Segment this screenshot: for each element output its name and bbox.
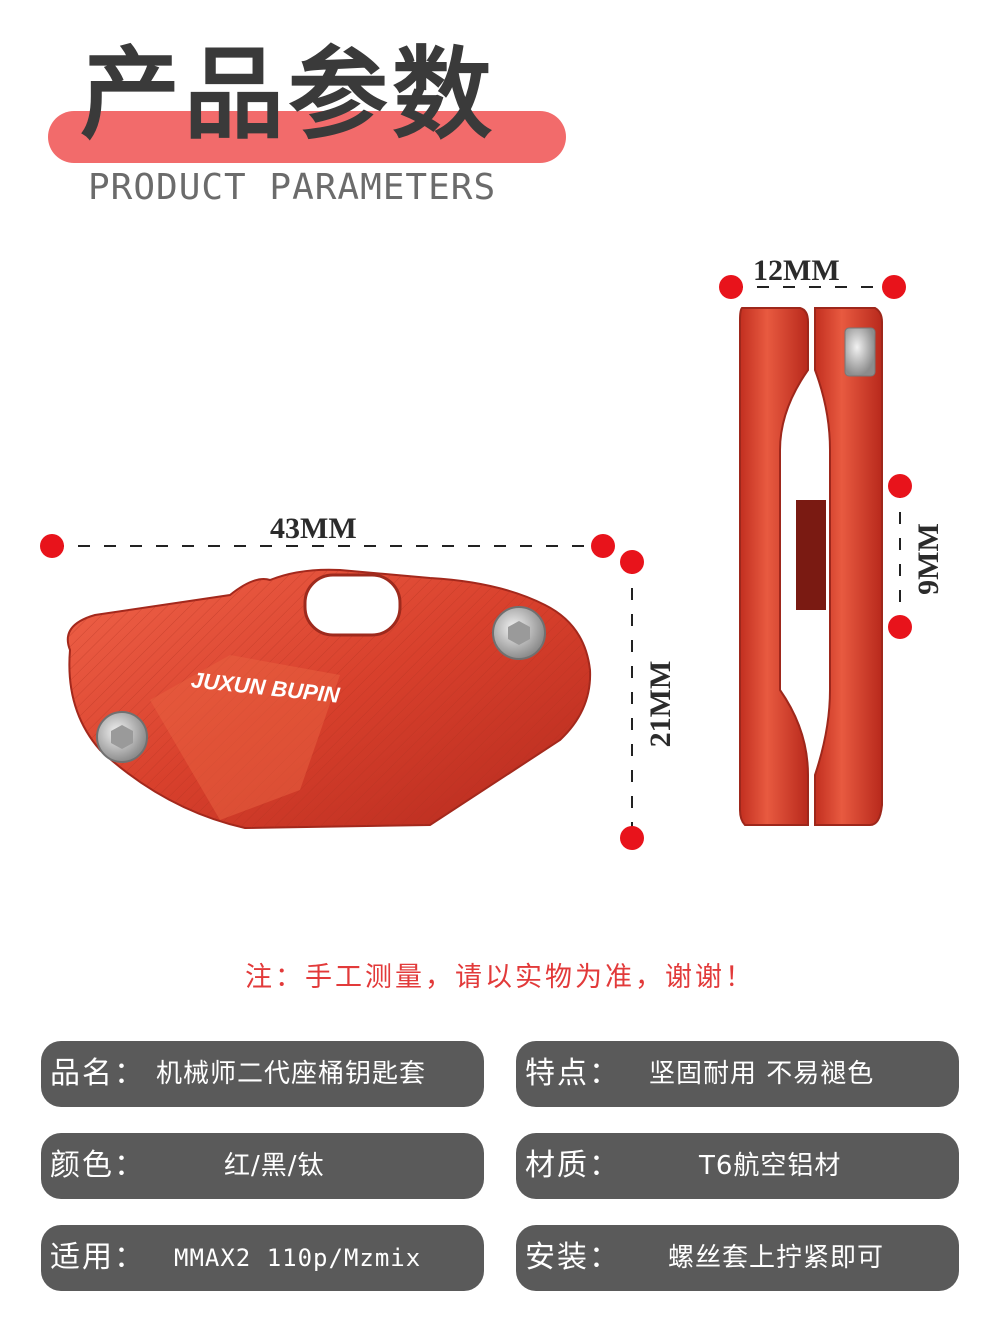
spec-product-name: 品名： 机械师二代座桶钥匙套 (41, 1041, 484, 1107)
front-view-key-cover: JUXUN BUPIN (66, 568, 592, 830)
side-slot-dimension (888, 474, 912, 639)
spec-label: 颜色： (50, 1148, 146, 1183)
spec-features: 特点： 坚固耐用 不易褪色 (516, 1041, 959, 1107)
dimension-label-21mm: 21MM (644, 660, 677, 748)
spec-label: 特点： (525, 1056, 621, 1091)
spec-label: 安装： (525, 1240, 621, 1275)
spec-value: 红/黑/钛 (224, 1151, 325, 1181)
spec-value: 机械师二代座桶钥匙套 (156, 1059, 427, 1089)
spec-label: 适用： (50, 1240, 146, 1275)
side-width-dimension (719, 275, 906, 299)
side-view-key-cover (739, 307, 883, 826)
title-highlight-band (48, 111, 566, 163)
spec-installation: 安装： 螺丝套上拧紧即可 (516, 1225, 959, 1291)
dimension-label-43mm: 43MM (270, 512, 357, 545)
spec-color: 颜色： 红/黑/钛 (41, 1133, 484, 1199)
front-bolt-right (492, 606, 546, 660)
spec-value: T6航空铝材 (699, 1151, 842, 1181)
spec-value: 螺丝套上拧紧即可 (668, 1243, 885, 1273)
spec-value: 坚固耐用 不易褪色 (649, 1059, 875, 1089)
front-width-dimension (40, 534, 615, 558)
product-dimension-drawing: JUXUN BUPIN (40, 275, 912, 850)
spec-value: MMAX2 110p/Mzmix (174, 1244, 422, 1272)
page-subtitle: PRODUCT PARAMETERS (88, 167, 497, 208)
measurement-note: 注：手工测量，请以实物为准，谢谢！ (245, 962, 755, 993)
dimension-label-9mm: 9MM (912, 523, 945, 595)
spec-label: 材质： (525, 1148, 621, 1183)
dimension-label-12mm: 12MM (753, 254, 840, 287)
front-height-dimension (620, 550, 644, 850)
spec-label: 品名： (50, 1056, 146, 1091)
spec-compatibility: 适用： MMAX2 110p/Mzmix (41, 1225, 484, 1291)
spec-material: 材质： T6航空铝材 (516, 1133, 959, 1199)
page-title: 产品参数 (80, 36, 496, 153)
front-bolt-left (96, 711, 148, 763)
